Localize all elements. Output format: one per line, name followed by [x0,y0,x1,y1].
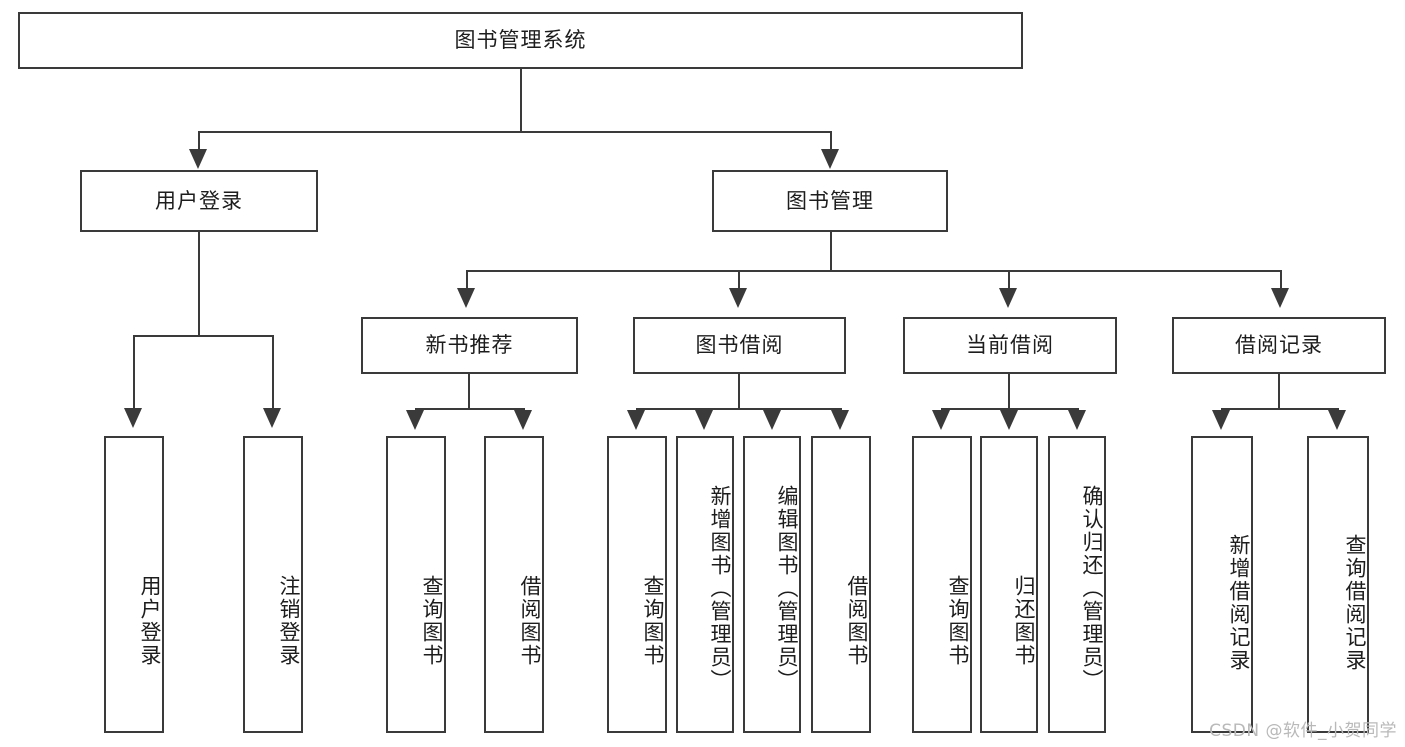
arrow-icon-root-to-book-management [821,149,839,169]
node-root-library-management-system[interactable]: 图书管理系统 [18,12,1023,69]
connector-borrow-record-stem [1278,374,1280,409]
connector-book-borrow-split-bar [636,408,840,410]
leaf-book-borrow-borrow-books[interactable]: 借阅图书 [811,436,871,733]
node-current-borrow[interactable]: 当前借阅 [903,317,1117,374]
arrow-icon-bm-to-new-book [457,288,475,308]
arrow-icon-bm-to-borrow-record [1271,288,1289,308]
arrow-icon-current-borrow-leaf-2 [1000,410,1018,430]
arrow-icon-bm-to-current-borrow [999,288,1017,308]
leaf-borrow-record-query-record[interactable]: 查询借阅记录 [1307,436,1369,733]
arrow-icon-borrow-record-leaf-1 [1212,410,1230,430]
connector-user-login-branch-2 [272,335,274,410]
node-book-borrow[interactable]: 图书借阅 [633,317,846,374]
arrow-icon-user-login-leaf-2 [263,408,281,428]
arrow-icon-book-borrow-leaf-3 [763,410,781,430]
arrow-icon-book-borrow-leaf-2 [695,410,713,430]
connector-root-to-user-login [198,131,200,151]
node-borrow-record[interactable]: 借阅记录 [1172,317,1386,374]
connector-bm-to-current-borrow [1008,270,1010,290]
leaf-current-borrow-return-books[interactable]: 归还图书 [980,436,1038,733]
arrow-icon-current-borrow-leaf-1 [932,410,950,430]
node-user-login[interactable]: 用户登录 [80,170,318,232]
arrow-icon-root-to-user-login [189,149,207,169]
leaf-user-login-sign-in[interactable]: 用户登录 [104,436,164,733]
arrow-icon-bm-to-book-borrow [729,288,747,308]
leaf-book-borrow-edit-book-admin[interactable]: 编辑图书（管理员） [743,436,801,733]
node-new-book-recommendation[interactable]: 新书推荐 [361,317,578,374]
arrow-icon-current-borrow-leaf-3 [1068,410,1086,430]
connector-bm-to-borrow-record [1280,270,1282,290]
arrow-icon-borrow-record-leaf-2 [1328,410,1346,430]
connector-book-management-stem [830,232,832,272]
connector-bm-to-book-borrow [738,270,740,290]
leaf-current-borrow-confirm-return-admin[interactable]: 确认归还（管理员） [1048,436,1106,733]
arrow-icon-new-book-leaf-2 [514,410,532,430]
leaf-borrow-record-add-record[interactable]: 新增借阅记录 [1191,436,1253,733]
connector-user-login-stem [198,232,200,336]
leaf-new-book-borrow-books[interactable]: 借阅图书 [484,436,544,733]
connector-root-stem [520,69,522,132]
leaf-new-book-query-books[interactable]: 查询图书 [386,436,446,733]
leaf-user-login-sign-out[interactable]: 注销登录 [243,436,303,733]
leaf-current-borrow-query-books[interactable]: 查询图书 [912,436,972,733]
connector-book-borrow-stem [738,374,740,409]
connector-bm-to-new-book [466,270,468,290]
arrow-icon-new-book-leaf-1 [406,410,424,430]
arrow-icon-user-login-leaf-1 [124,408,142,428]
arrow-icon-book-borrow-leaf-4 [831,410,849,430]
connector-book-management-split-bar [466,270,1280,272]
connector-user-login-split-bar [133,335,272,337]
connector-root-split-bar [198,131,832,133]
connector-user-login-branch-1 [133,335,135,410]
connector-new-book-stem [468,374,470,409]
connector-current-borrow-stem [1008,374,1010,409]
leaf-book-borrow-query-books[interactable]: 查询图书 [607,436,667,733]
arrow-icon-book-borrow-leaf-1 [627,410,645,430]
connector-root-to-book-management [830,131,832,151]
connector-borrow-record-split-bar [1221,408,1337,410]
connector-new-book-split-bar [415,408,523,410]
leaf-book-borrow-add-book-admin[interactable]: 新增图书（管理员） [676,436,734,733]
node-book-management[interactable]: 图书管理 [712,170,948,232]
